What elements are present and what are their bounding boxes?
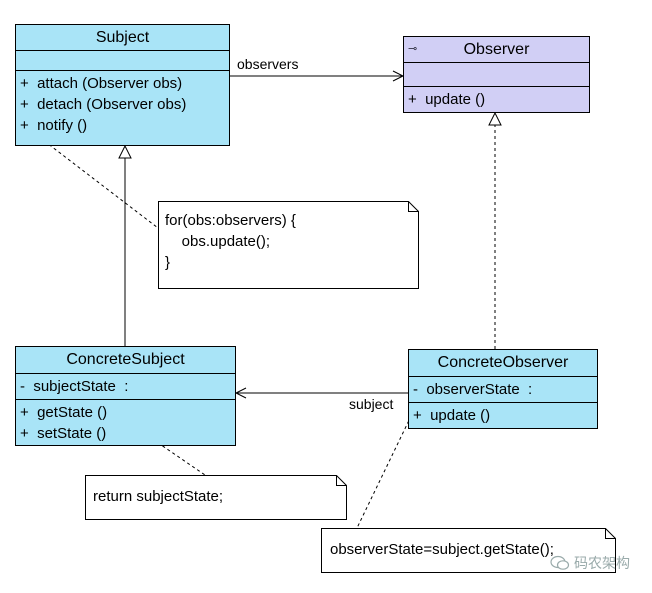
operation: + update () <box>408 91 486 108</box>
attributes-section: - subjectState : <box>16 373 235 399</box>
class-name: ⊸ Observer <box>404 37 589 62</box>
operation: + update () <box>413 407 491 424</box>
operation: + detach (Observer obs) <box>20 96 187 113</box>
operations-section: + update () <box>404 86 589 112</box>
operations-section: + update () <box>409 402 597 428</box>
getstate-note[interactable]: return subjectState; <box>85 475 347 520</box>
concrete-subject-class[interactable]: ConcreteSubject - subjectState : + getSt… <box>15 346 236 446</box>
attributes-section: - observerState : <box>409 376 597 402</box>
update-note[interactable]: observerState=subject.getState(); <box>321 528 616 573</box>
note-line: return subjectState; <box>93 488 224 505</box>
operation: + getState () <box>20 404 108 421</box>
note-border <box>321 528 616 573</box>
attribute: - observerState : <box>413 381 533 398</box>
notify-note-anchor <box>29 129 159 229</box>
note-line: for(obs:observers) { <box>165 212 296 229</box>
class-name: Subject <box>95 29 150 46</box>
watermark: 码农架构 <box>550 553 630 573</box>
interface-icon: ⊸ <box>408 43 418 55</box>
note-border <box>85 475 347 520</box>
observers-role-label: observers <box>237 56 299 72</box>
subject-class[interactable]: Subject + attach (Observer obs) + detach… <box>15 24 230 146</box>
observer-interface[interactable]: ⊸ Observer + update () <box>403 36 590 113</box>
attribute: - subjectState : <box>20 378 129 395</box>
subject-role-label: subject <box>349 396 394 412</box>
operations-section: + getState () + setState () <box>16 399 235 446</box>
wechat-icon <box>550 555 570 570</box>
class-name: ConcreteSubject <box>66 351 185 368</box>
note-border <box>158 201 419 289</box>
note-line: } <box>165 254 171 271</box>
attributes-section <box>404 62 589 86</box>
watermark-text: 码农架构 <box>574 555 630 571</box>
subject-generalization-triangle <box>118 144 132 159</box>
class-name: ConcreteObserver <box>437 354 569 371</box>
operation: + setState () <box>20 425 107 442</box>
notify-note[interactable]: for(obs:observers) { obs.update(); } <box>158 201 419 289</box>
class-name-text: Observer <box>463 41 530 58</box>
concrete-observer-class[interactable]: ConcreteObserver - observerState : + upd… <box>408 349 598 429</box>
note-line: obs.update(); <box>165 233 271 250</box>
operation: + attach (Observer obs) <box>20 75 183 92</box>
observer-realization-triangle <box>488 111 502 126</box>
subject-association-arrowhead <box>234 387 247 399</box>
operations-section: + attach (Observer obs) + detach (Observ… <box>16 70 229 138</box>
note-line: observerState=subject.getState(); <box>330 541 554 558</box>
attributes-section <box>16 50 229 70</box>
update-note-anchor <box>356 409 415 529</box>
operation: + notify () <box>20 117 88 134</box>
